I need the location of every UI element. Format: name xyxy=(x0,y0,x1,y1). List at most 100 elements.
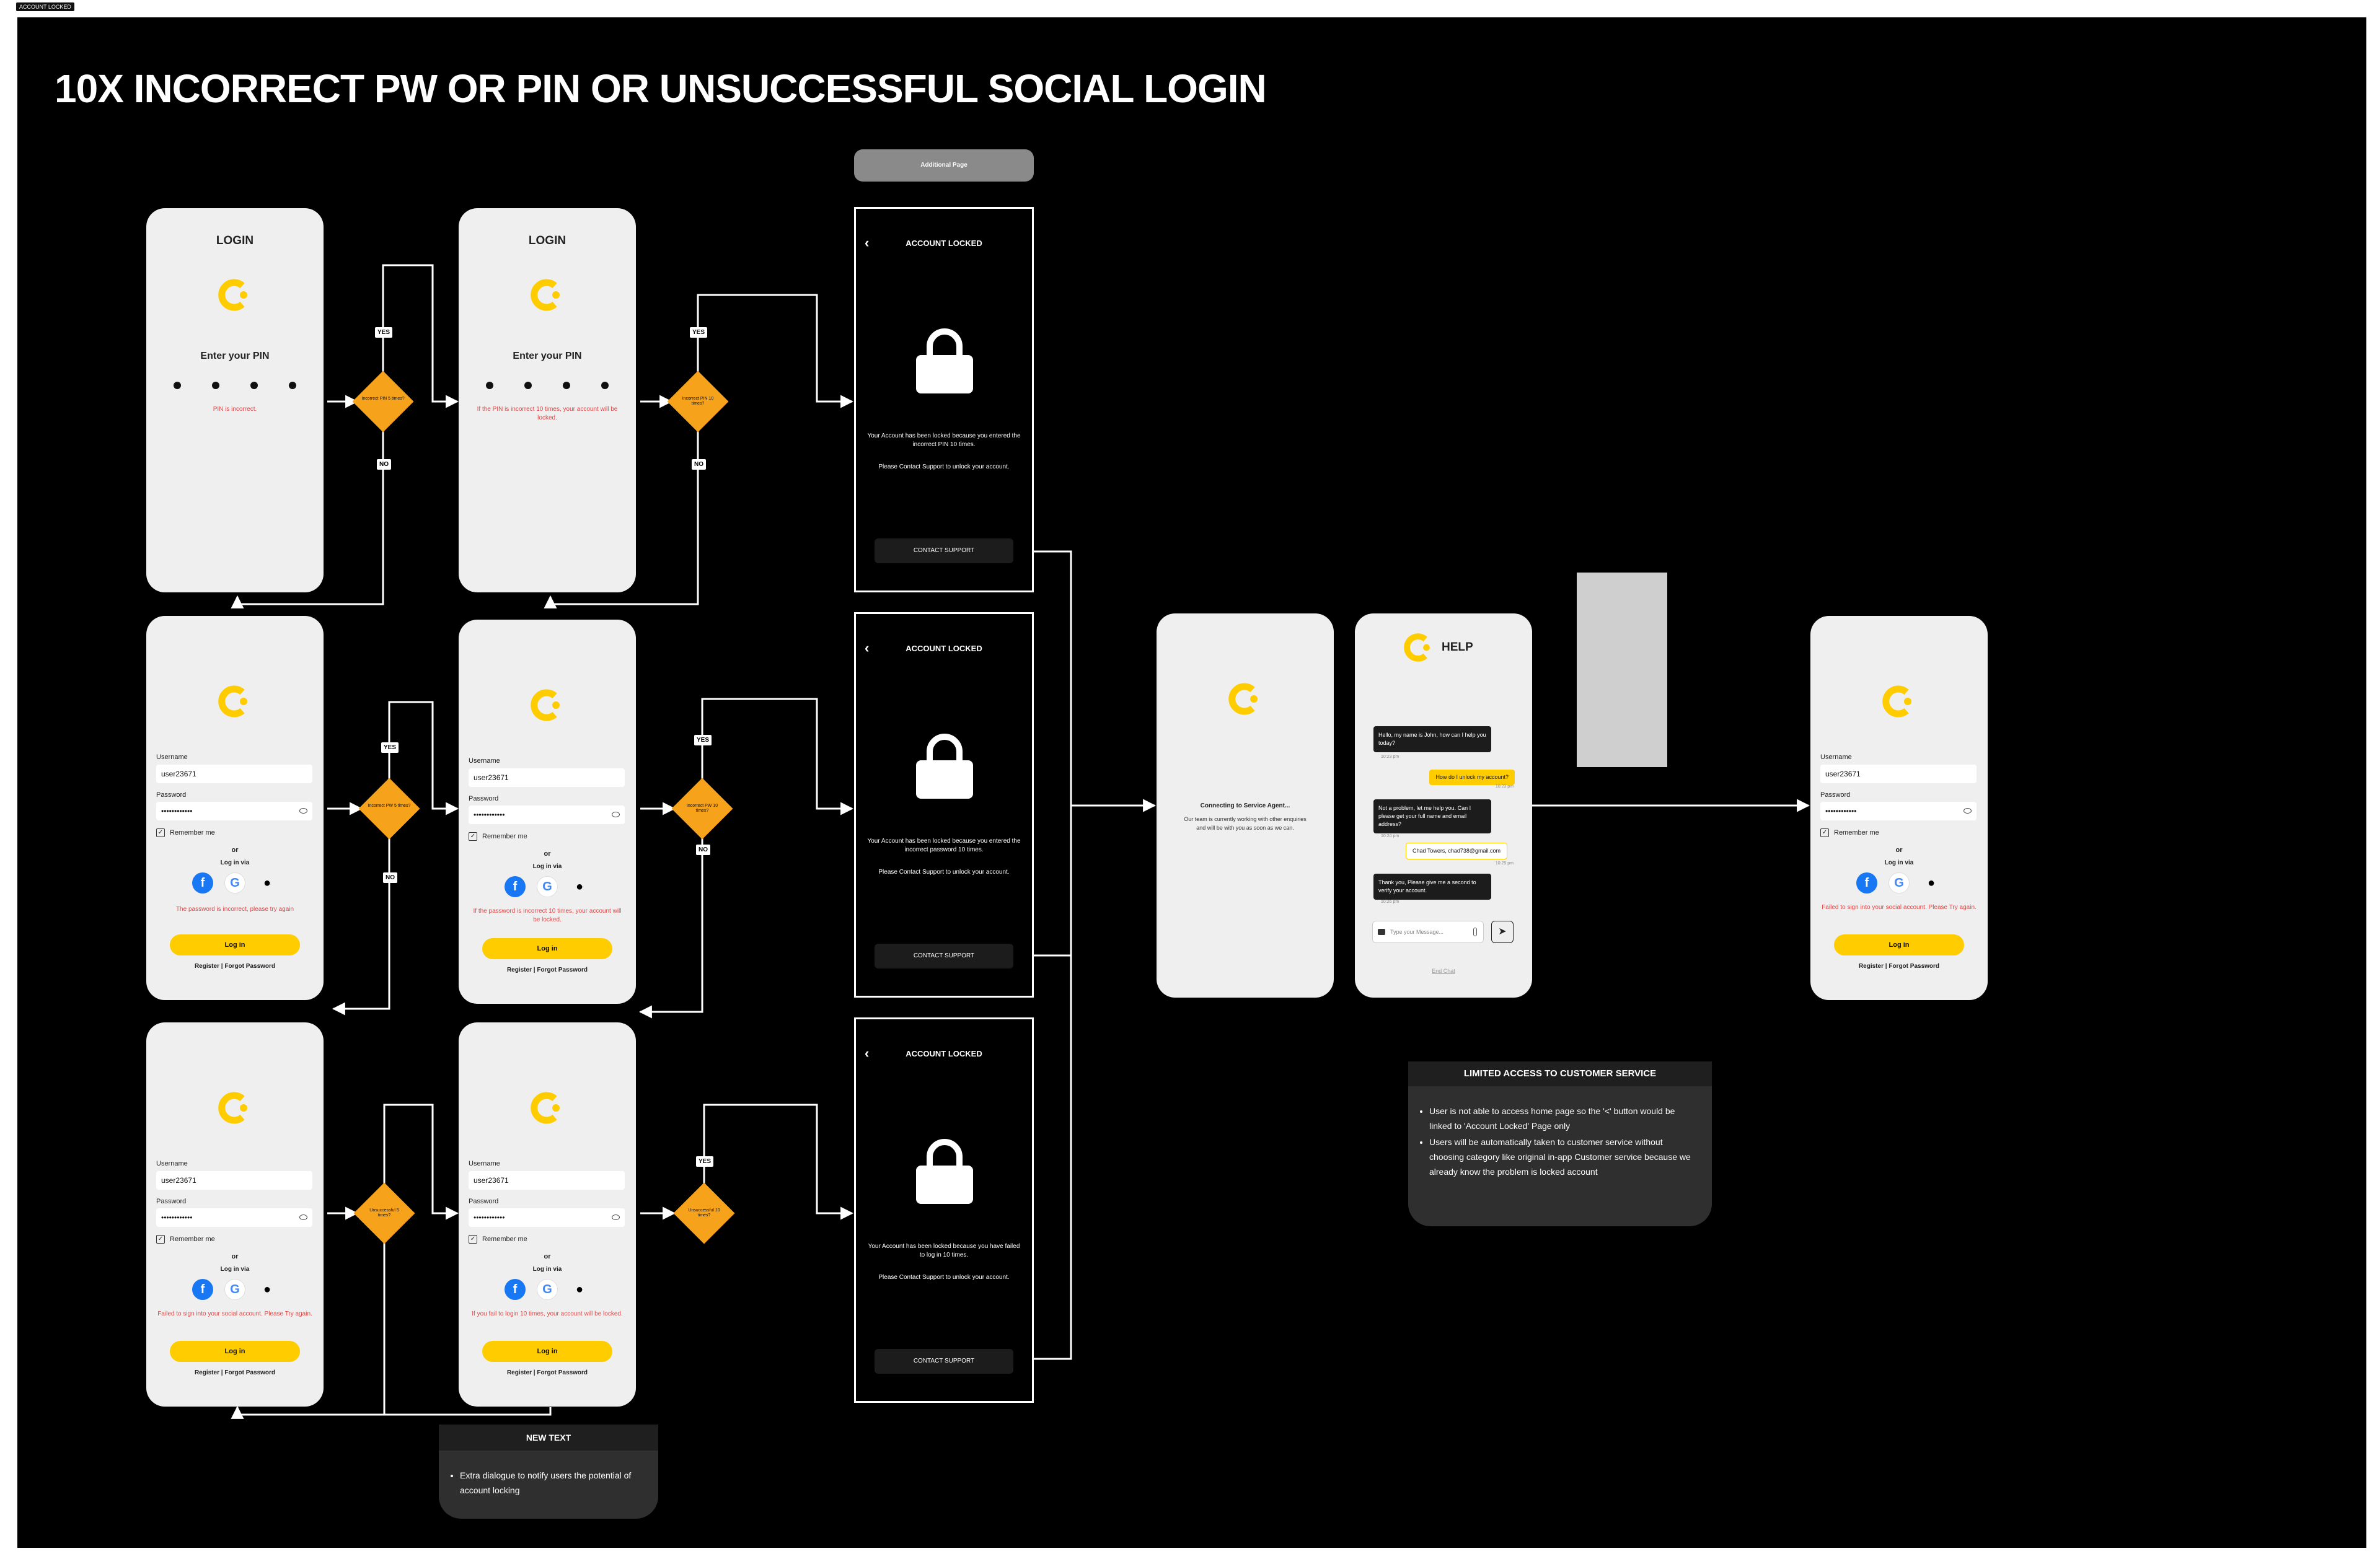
back-icon[interactable]: ‹ xyxy=(865,1045,870,1061)
password-field[interactable]: •••••••••••• xyxy=(156,1208,312,1227)
connecting-body: Our team is currently working with other… xyxy=(1184,816,1307,831)
google-icon[interactable]: G xyxy=(537,876,558,897)
locked-message: Your Account has been locked because you… xyxy=(867,838,1021,853)
forgot-password-link[interactable]: Forgot Password xyxy=(224,963,276,970)
contact-message: Please Contact Support to unlock your ac… xyxy=(878,463,1010,470)
send-icon[interactable]: ➤ xyxy=(1491,921,1514,943)
separator: | xyxy=(1885,963,1887,970)
apple-icon[interactable]: ● xyxy=(575,1282,584,1296)
separator: | xyxy=(533,967,536,973)
no-tag: NO xyxy=(377,459,391,470)
eye-icon[interactable] xyxy=(299,808,307,814)
user-message: Chad Towers, chad738@gmail.com xyxy=(1406,843,1508,859)
login-button[interactable]: Log in xyxy=(170,934,300,955)
password-field[interactable]: •••••••••••• xyxy=(469,806,625,824)
register-link[interactable]: Register xyxy=(194,963,219,970)
forgot-password-link[interactable]: Forgot Password xyxy=(537,967,588,973)
no-tag: NO xyxy=(692,459,706,470)
login-via-label: Log in via xyxy=(220,1266,250,1273)
pin-dots[interactable] xyxy=(174,382,296,389)
back-icon[interactable]: ‹ xyxy=(865,235,870,250)
login-via-label: Log in via xyxy=(532,863,562,870)
message-time: 10:23 pm xyxy=(1381,755,1399,759)
remember-checkbox[interactable]: ✓ xyxy=(1820,828,1829,837)
facebook-icon[interactable]: f xyxy=(1856,872,1877,894)
note-list: Extra dialogue to notify users the poten… xyxy=(439,1468,658,1498)
contact-support-button[interactable]: CONTACT SUPPORT xyxy=(875,538,1013,563)
login-button[interactable]: Log in xyxy=(482,1341,612,1362)
google-icon[interactable]: G xyxy=(537,1279,558,1300)
separator: | xyxy=(221,963,223,970)
end-chat-link[interactable]: End Chat xyxy=(1432,968,1455,974)
remember-label: Remember me xyxy=(482,833,527,840)
contact-message: Please Contact Support to unlock your ac… xyxy=(878,1274,1010,1281)
google-icon[interactable]: G xyxy=(1889,872,1910,894)
username-label: Username xyxy=(1820,753,1852,761)
apple-icon[interactable]: ● xyxy=(575,879,584,894)
eye-icon[interactable] xyxy=(1963,808,1972,814)
password-field[interactable]: •••••••••••• xyxy=(1820,802,1977,820)
yes-tag: YES xyxy=(694,735,712,745)
pin-login-screen-2: LOGIN Enter your PIN If the PIN is incor… xyxy=(459,208,636,592)
google-icon[interactable]: G xyxy=(224,872,245,894)
remember-checkbox[interactable]: ✓ xyxy=(156,828,165,837)
attach-icon[interactable] xyxy=(1473,928,1477,936)
social-login-row: f G ● xyxy=(459,1279,636,1300)
agent-message: Not a problem, let me help you. Can I pl… xyxy=(1373,799,1491,833)
username-field[interactable]: user23671 xyxy=(1820,765,1977,783)
yes-tag: YES xyxy=(696,1156,714,1167)
contact-support-button[interactable]: CONTACT SUPPORT xyxy=(875,1349,1013,1374)
register-link[interactable]: Register xyxy=(1858,963,1884,970)
eye-icon[interactable] xyxy=(612,812,620,817)
username-field[interactable]: user23671 xyxy=(469,768,625,787)
login-button[interactable]: Log in xyxy=(482,938,612,959)
note-title: NEW TEXT xyxy=(439,1425,658,1451)
username-field[interactable]: user23671 xyxy=(156,765,312,783)
brand-logo-icon xyxy=(218,1092,247,1124)
social-login-row: f G ● xyxy=(146,1279,324,1300)
password-field[interactable]: •••••••••••• xyxy=(156,802,312,820)
remember-checkbox[interactable]: ✓ xyxy=(469,1235,477,1244)
forgot-password-link[interactable]: Forgot Password xyxy=(537,1369,588,1376)
contact-support-button[interactable]: CONTACT SUPPORT xyxy=(875,944,1013,968)
facebook-icon[interactable]: f xyxy=(505,876,526,897)
password-login-screen-1: Username user23671 Password ••••••••••••… xyxy=(146,616,324,1000)
message-input[interactable]: Type your Message... xyxy=(1372,921,1484,943)
facebook-icon[interactable]: f xyxy=(505,1279,526,1300)
remember-label: Remember me xyxy=(482,1236,527,1243)
brand-logo-icon xyxy=(531,1092,560,1124)
forgot-password-link[interactable]: Forgot Password xyxy=(224,1369,276,1376)
remember-checkbox[interactable]: ✓ xyxy=(469,832,477,841)
decision-label: Incorrect PW 5 times? xyxy=(368,804,411,808)
username-field[interactable]: user23671 xyxy=(156,1171,312,1190)
register-link[interactable]: Register xyxy=(506,1369,532,1376)
note-title: LIMITED ACCESS TO CUSTOMER SERVICE xyxy=(1408,1061,1712,1086)
facebook-icon[interactable]: f xyxy=(192,1279,213,1300)
additional-page-label: Additional Page xyxy=(854,149,1034,182)
facebook-icon[interactable]: f xyxy=(192,872,213,894)
social-login-row: f G ● xyxy=(1810,872,1988,894)
eye-icon[interactable] xyxy=(612,1214,620,1220)
connecting-title: Connecting to Service Agent... xyxy=(1200,802,1290,809)
password-field[interactable]: •••••••••••• xyxy=(469,1208,625,1227)
apple-icon[interactable]: ● xyxy=(1927,876,1936,890)
remember-checkbox[interactable]: ✓ xyxy=(156,1235,165,1244)
pin-prompt: Enter your PIN xyxy=(513,351,582,361)
social-login-screen-2: Username user23671 Password ••••••••••••… xyxy=(459,1022,636,1407)
social-warning: If you fail to login 10 times, your acco… xyxy=(472,1311,623,1317)
login-button[interactable]: Log in xyxy=(1834,934,1964,955)
login-button[interactable]: Log in xyxy=(170,1341,300,1362)
eye-icon[interactable] xyxy=(299,1214,307,1220)
pin-dots[interactable] xyxy=(486,382,609,389)
password-error: The password is incorrect, please try ag… xyxy=(175,906,294,913)
screen-title: LOGIN xyxy=(528,234,566,247)
back-icon[interactable]: ‹ xyxy=(865,640,870,656)
apple-icon[interactable]: ● xyxy=(263,876,271,890)
google-icon[interactable]: G xyxy=(224,1279,245,1300)
register-link[interactable]: Register xyxy=(194,1369,219,1376)
username-field[interactable]: user23671 xyxy=(469,1171,625,1190)
apple-icon[interactable]: ● xyxy=(263,1282,271,1296)
help-title: HELP xyxy=(1442,641,1473,654)
forgot-password-link[interactable]: Forgot Password xyxy=(1889,963,1940,970)
register-link[interactable]: Register xyxy=(506,967,532,973)
